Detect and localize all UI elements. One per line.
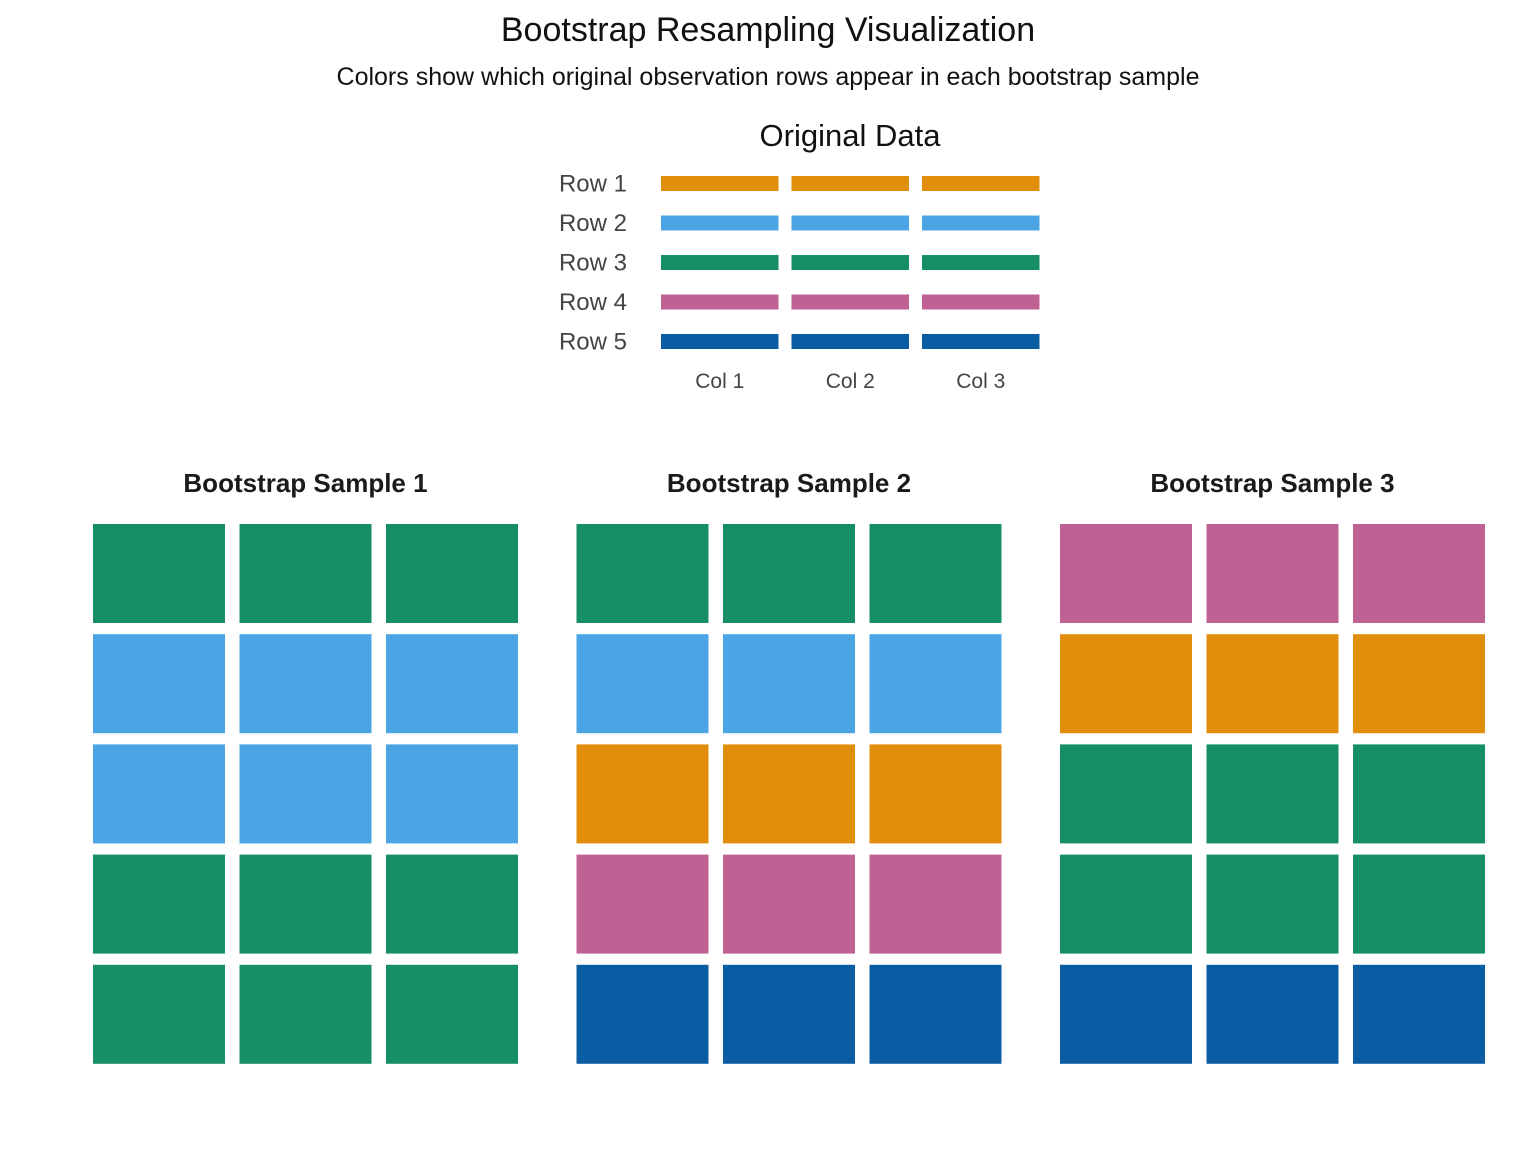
bootstrap-cell: [239, 854, 372, 954]
original-cell: [661, 176, 779, 191]
bootstrap-cell: [869, 524, 1002, 623]
original-cell: [791, 255, 909, 270]
bootstrap-cell: [1060, 744, 1192, 844]
bootstrap-cell: [386, 964, 518, 1064]
original-cell: [791, 215, 909, 231]
original-column-label: Col 3: [956, 370, 1005, 393]
bootstrap-cell: [1060, 854, 1192, 954]
original-cell: [661, 334, 779, 349]
bootstrap-cell: [723, 524, 855, 623]
bootstrap-sample-title: Bootstrap Sample 1: [183, 468, 427, 498]
original-column-labels: Col 1 Col 2 Col 3: [695, 370, 1005, 393]
figure-subtitle: Colors show which original observation r…: [337, 63, 1200, 91]
bootstrap-cell: [239, 634, 372, 734]
figure-title: Bootstrap Resampling Visualization: [501, 11, 1035, 49]
bootstrap-cell: [1353, 524, 1485, 623]
bootstrap-cell: [239, 744, 372, 844]
original-cell: [791, 334, 909, 349]
original-row-label: Row 3: [559, 250, 627, 277]
bootstrap-cell: [386, 744, 518, 844]
bootstrap-cell: [93, 854, 225, 954]
bootstrap-cell: [723, 854, 855, 954]
original-row-label: Row 1: [559, 171, 627, 198]
bootstrap-cell: [1206, 964, 1339, 1064]
original-column-label: Col 1: [695, 370, 744, 393]
bootstrap-samples: Bootstrap Sample 1 Bootstrap Sample 2 Boot…: [93, 468, 1485, 1064]
original-data-title: Original Data: [760, 118, 942, 153]
bootstrap-cell: [723, 634, 855, 734]
original-cells: [661, 176, 1040, 349]
original-cell: [791, 294, 909, 310]
bootstrap-cell: [1206, 854, 1339, 954]
bootstrap-cell: [386, 634, 518, 734]
bootstrap-cell: [723, 744, 855, 844]
original-row-label: Row 4: [559, 289, 627, 316]
bootstrap-cell: [869, 854, 1002, 954]
original-cell: [661, 215, 779, 231]
bootstrap-cell: [386, 854, 518, 954]
original-cell: [922, 294, 1040, 310]
bootstrap-sample-title: Bootstrap Sample 2: [667, 468, 911, 498]
bootstrap-cell: [386, 524, 518, 623]
bootstrap-sample-title: Bootstrap Sample 3: [1150, 468, 1394, 498]
bootstrap-cell: [576, 524, 709, 623]
original-column-label: Col 2: [826, 370, 875, 393]
bootstrap-cell: [723, 964, 855, 1064]
bootstrap-cell: [1060, 964, 1192, 1064]
bootstrap-sample-panel: Bootstrap Sample 2: [576, 468, 1002, 1064]
bootstrap-cell: [576, 744, 709, 844]
original-row-labels: Row 1 Row 2 Row 3 Row 4 Row 5: [559, 171, 627, 356]
original-cell: [661, 255, 779, 270]
bootstrap-cell: [93, 744, 225, 844]
bootstrap-cell: [1353, 964, 1485, 1064]
original-cell: [661, 294, 779, 310]
bootstrap-cell: [869, 964, 1002, 1064]
bootstrap-cell: [239, 524, 372, 623]
bootstrap-cell: [576, 964, 709, 1064]
bootstrap-cell: [1353, 744, 1485, 844]
bootstrap-cell: [869, 634, 1002, 734]
bootstrap-cell: [1206, 634, 1339, 734]
bootstrap-cell: [1353, 854, 1485, 954]
original-cell: [922, 176, 1040, 191]
bootstrap-cell: [93, 524, 225, 623]
bootstrap-cell: [1353, 634, 1485, 734]
bootstrap-cell: [1060, 524, 1192, 623]
bootstrap-cell: [869, 744, 1002, 844]
bootstrap-cell: [1206, 744, 1339, 844]
original-cell: [922, 215, 1040, 231]
original-row-label: Row 5: [559, 329, 627, 356]
original-row-label: Row 2: [559, 210, 627, 237]
bootstrap-cell: [239, 964, 372, 1064]
bootstrap-sample-panel: Bootstrap Sample 3: [1060, 468, 1485, 1064]
original-cell: [922, 334, 1040, 349]
bootstrap-cell: [1060, 634, 1192, 734]
original-cell: [922, 255, 1040, 270]
bootstrap-cell: [93, 964, 225, 1064]
bootstrap-cell: [576, 854, 709, 954]
bootstrap-sample-panel: Bootstrap Sample 1: [93, 468, 518, 1064]
bootstrap-cell: [1206, 524, 1339, 623]
original-cell: [791, 176, 909, 191]
bootstrap-cell: [93, 634, 225, 734]
bootstrap-cell: [576, 634, 709, 734]
